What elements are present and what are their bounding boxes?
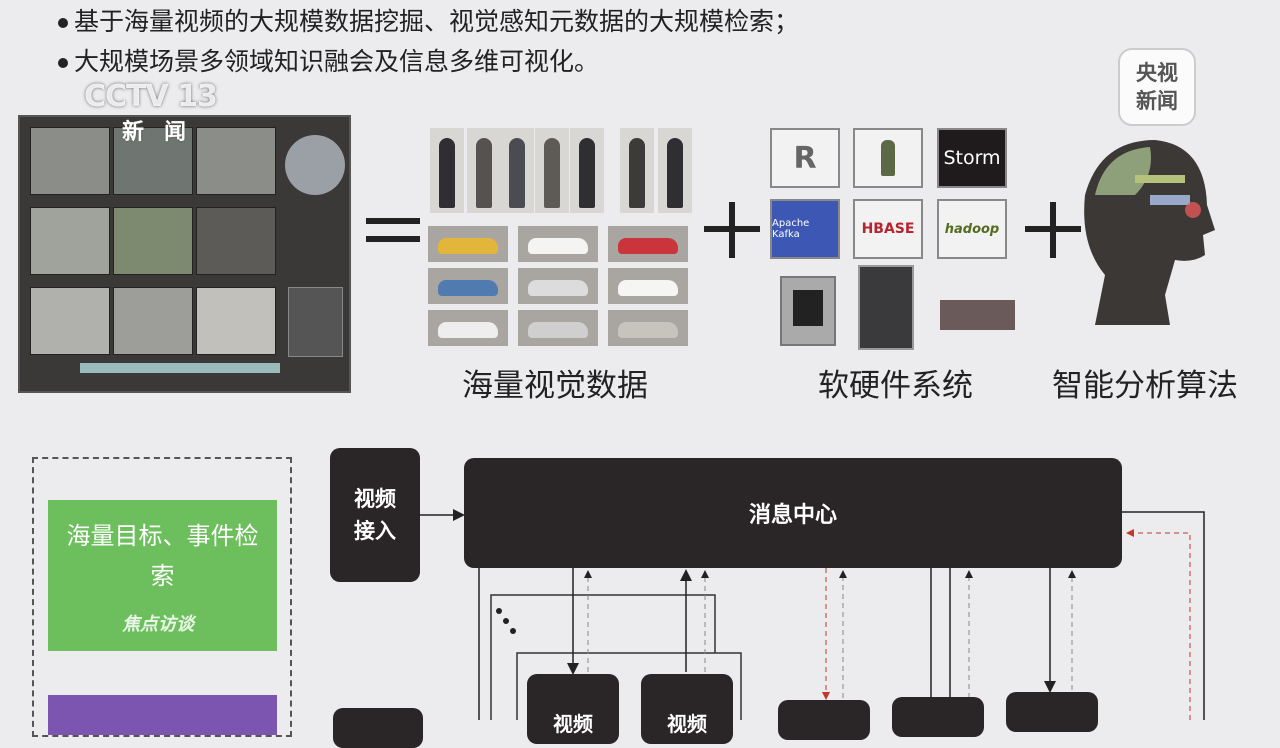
- video-node-box-1: 视频: [527, 674, 619, 744]
- video-node-label-2: 视频: [667, 712, 707, 736]
- cctv13-logo: CCTV 13: [84, 79, 218, 114]
- video-access-box: 视频 接入: [330, 448, 420, 582]
- node-box-3: [778, 700, 870, 740]
- diagram-connectors: [420, 509, 1205, 720]
- equals-sign: [366, 218, 420, 242]
- hadoop-logo: hadoop: [937, 199, 1007, 259]
- hive-worker-logo: [853, 128, 923, 188]
- video-node-label-1: 视频: [553, 712, 593, 736]
- bullet-1: 基于海量视频的大规模数据挖掘、视觉感知元数据的大规模检索；: [58, 2, 799, 38]
- brain-head-image: [1084, 140, 1215, 325]
- node-box-5: [1006, 692, 1098, 732]
- circuit-board-image: [940, 300, 1015, 330]
- plus-sign-2: [1025, 202, 1081, 258]
- bullet-2: 大规模场景多领域知识融会及信息多维可视化。: [58, 42, 599, 78]
- gpu-chip-image: [780, 276, 836, 346]
- label-visual-data: 海量视觉数据: [462, 368, 648, 404]
- r-logo: R: [770, 128, 840, 188]
- ptz-control-dial: [285, 135, 345, 195]
- cctv-news-sublogo: 新闻: [122, 120, 207, 145]
- label-systems: 软硬件系统: [818, 368, 973, 404]
- program-watermark: 焦点访谈: [122, 614, 194, 635]
- kafka-logo: Apache Kafka: [770, 199, 840, 259]
- hbase-logo: HBASE: [853, 199, 923, 259]
- message-center-box: 消息中心: [464, 458, 1122, 568]
- node-box-4: [892, 697, 984, 737]
- surveillance-monitor-image: [18, 115, 351, 393]
- cctv-news-corner-logo: 央视新闻: [1118, 48, 1196, 126]
- storm-logo: Storm: [937, 128, 1007, 188]
- plus-sign: [704, 202, 760, 258]
- server-image: [858, 265, 914, 350]
- label-algorithms: 智能分析算法: [1052, 368, 1238, 404]
- video-node-box-2: 视频: [641, 674, 733, 744]
- target-event-search-panel: 海量目标、事件检索: [48, 500, 277, 651]
